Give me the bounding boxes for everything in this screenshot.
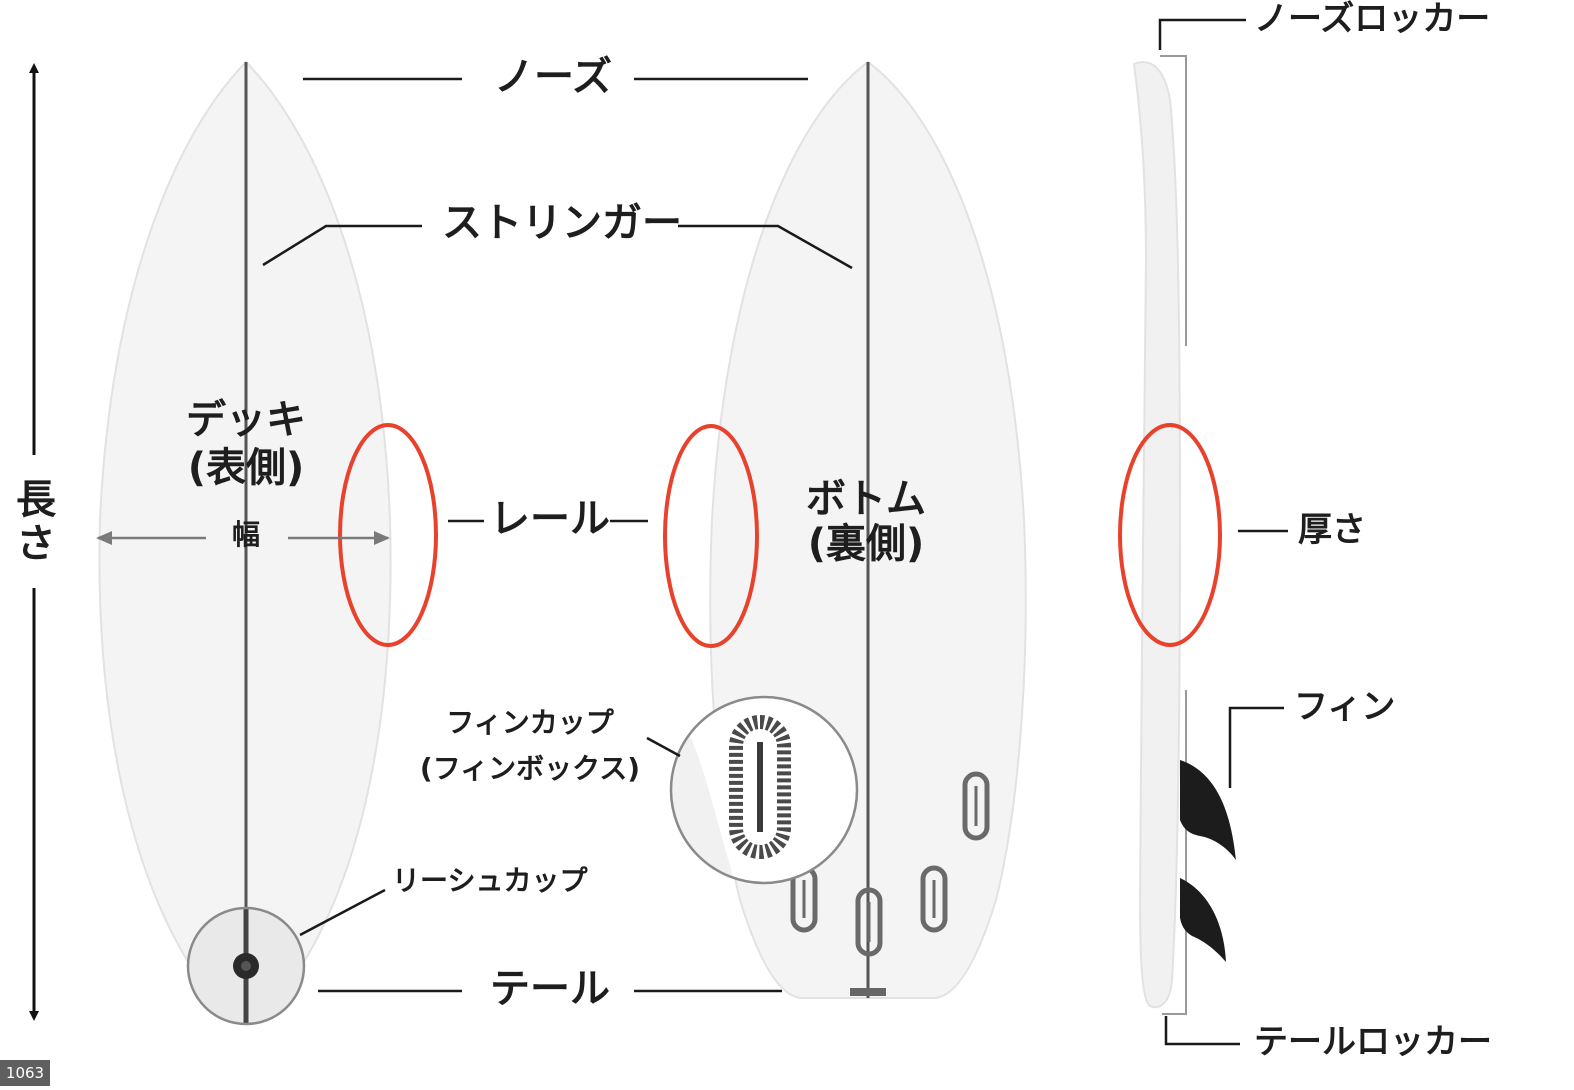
fin-box-right-front — [962, 771, 990, 841]
tail-logo — [850, 988, 886, 996]
label-thickness: 厚さ — [1298, 510, 1366, 550]
corner-badge: 1063 — [0, 1060, 50, 1086]
label-deck-sub: (表側) — [187, 445, 305, 491]
label-bottom: ボトム — [806, 476, 926, 522]
label-fin-cup: フィンカップ — [446, 706, 614, 739]
label-tail: テール — [490, 966, 610, 1012]
label-nose-rocker: ノーズロッカー — [1254, 0, 1491, 39]
deck-rail-highlight — [338, 423, 438, 647]
label-nose: ノーズ — [494, 54, 612, 100]
label-stringer: ストリンガー — [442, 200, 682, 246]
side-fin-front — [1180, 760, 1236, 860]
bottom-rail-highlight — [663, 424, 759, 648]
fin-box-center — [855, 887, 883, 957]
side-profile-board — [1132, 61, 1182, 1009]
label-fin: フィン — [1294, 687, 1396, 727]
rocker-bracket — [1160, 55, 1187, 346]
side-fin-rear — [1180, 878, 1226, 962]
label-length-1: 長さ — [9, 478, 55, 566]
leash-cup-magnifier — [186, 906, 306, 1026]
fin-box-right-rear — [920, 865, 948, 933]
label-leash-cup: リーシュカップ — [392, 864, 588, 897]
thickness-highlight — [1118, 423, 1222, 647]
label-deck: デッキ — [186, 397, 306, 443]
label-rail: レール — [490, 496, 610, 542]
label-bottom-sub: (裏側) — [807, 521, 925, 567]
label-width: 幅 — [231, 518, 260, 551]
fin-cup-magnifier — [669, 695, 859, 885]
label-fin-cup-sub: (フィンボックス) — [419, 752, 641, 785]
leader-lines — [262, 18, 1288, 1046]
label-tail-rocker: テールロッカー — [1254, 1022, 1492, 1062]
